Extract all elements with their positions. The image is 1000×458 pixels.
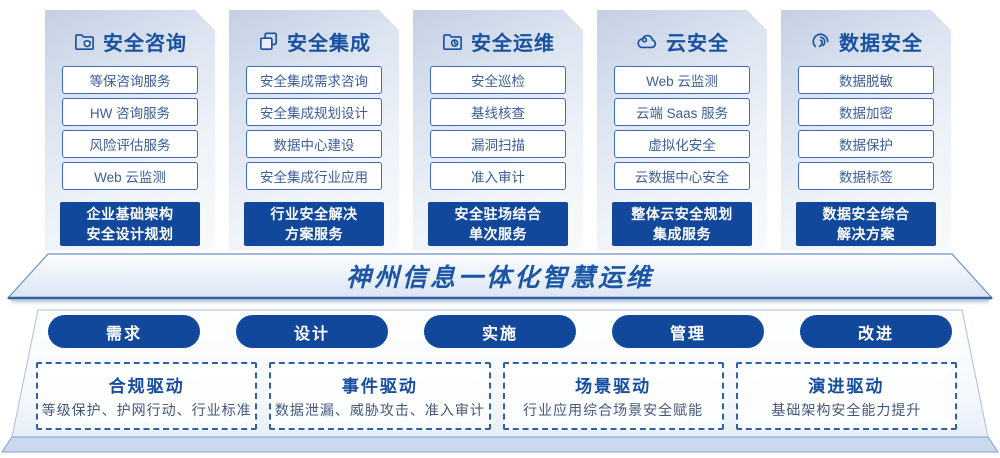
column-title: 云安全 (666, 32, 729, 55)
column-items: Web 云监测 云端 Saas 服务 虚拟化安全 云数据中心安全 (597, 66, 767, 190)
column-title: 数据安全 (839, 32, 923, 55)
service-item: 安全集成规划设计 (246, 98, 382, 126)
process-pills-row: 需求 设计 实施 管理 改进 (48, 315, 952, 348)
service-item: 云端 Saas 服务 (614, 98, 750, 126)
service-item: 云数据中心安全 (614, 162, 750, 190)
driver-desc: 数据泄漏、威胁攻击、准入审计 (274, 402, 485, 418)
column-data-security: 数据安全 数据脱敏 数据加密 数据保护 数据标签 数据安全综合 解决方案 (781, 10, 951, 250)
column-header: 安全集成 (229, 27, 399, 55)
highlight-block: 数据安全综合 解决方案 (796, 202, 936, 246)
column-header: 云安全 (597, 27, 767, 55)
driver-card-evolution: 演进驱动 基础架构安全能力提升 (735, 362, 957, 430)
column-title: 安全运维 (471, 32, 555, 55)
column-items: 安全巡检 基线核查 漏洞扫描 准入审计 (413, 66, 583, 190)
highlight-line: 解决方案 (837, 226, 895, 242)
service-item: 漏洞扫描 (430, 130, 566, 158)
driver-card-incident: 事件驱动 数据泄漏、威胁攻击、准入审计 (269, 362, 491, 430)
copy-docs-icon (257, 30, 280, 53)
driver-title: 合规驱动 (108, 377, 185, 396)
highlight-line: 安全设计规划 (86, 226, 174, 242)
highlight-line: 单次服务 (469, 226, 527, 242)
service-item: 数据标签 (798, 162, 934, 190)
column-header: 安全运维 (413, 27, 583, 55)
driver-title: 演进驱动 (808, 377, 885, 396)
service-item: 数据保护 (798, 130, 934, 158)
cloud-icon (635, 30, 659, 53)
column-header: 安全咨询 (45, 27, 215, 55)
fingerprint-icon (809, 30, 832, 53)
highlight-block: 整体云安全规划 集成服务 (612, 202, 752, 246)
highlight-line: 安全驻场结合 (454, 206, 542, 222)
driver-desc: 等级保护、护网行动、行业标准 (41, 402, 252, 418)
service-item: 风险评估服务 (62, 130, 198, 158)
service-item: 安全集成需求咨询 (246, 66, 382, 94)
column-title: 安全咨询 (103, 32, 187, 55)
column-header: 数据安全 (781, 27, 951, 55)
process-pill-requirement: 需求 (48, 315, 200, 348)
service-item: 基线核查 (430, 98, 566, 126)
column-items: 安全集成需求咨询 安全集成规划设计 数据中心建设 安全集成行业应用 (229, 66, 399, 190)
column-items: 等保咨询服务 HW 咨询服务 风险评估服务 Web 云监测 (45, 66, 215, 190)
driver-card-compliance: 合规驱动 等级保护、护网行动、行业标准 (36, 362, 258, 430)
column-cloud-security: 云安全 Web 云监测 云端 Saas 服务 虚拟化安全 云数据中心安全 整体云… (597, 10, 767, 250)
process-pill-design: 设计 (236, 315, 388, 348)
service-item: 安全巡检 (430, 66, 566, 94)
highlight-line: 行业安全解决 (270, 206, 358, 222)
column-security-integration: 安全集成 安全集成需求咨询 安全集成规划设计 数据中心建设 安全集成行业应用 行… (229, 10, 399, 250)
drivers-row: 合规驱动 等级保护、护网行动、行业标准 事件驱动 数据泄漏、威胁攻击、准入审计 … (36, 362, 957, 430)
process-pill-implementation: 实施 (424, 315, 576, 348)
service-item: 安全集成行业应用 (246, 162, 382, 190)
service-item: 数据加密 (798, 98, 934, 126)
highlight-line: 企业基础架构 (86, 206, 174, 222)
highlight-line: 集成服务 (653, 226, 711, 242)
service-item: Web 云监测 (614, 66, 750, 94)
highlight-line: 数据安全综合 (822, 206, 910, 222)
driver-desc: 行业应用综合场景安全赋能 (523, 402, 704, 418)
service-item: 虚拟化安全 (614, 130, 750, 158)
driver-title: 事件驱动 (341, 377, 418, 396)
column-security-consulting: 安全咨询 等保咨询服务 HW 咨询服务 风险评估服务 Web 云监测 企业基础架… (45, 10, 215, 250)
highlight-block: 企业基础架构 安全设计规划 (60, 202, 200, 246)
driver-card-scenario: 场景驱动 行业应用综合场景安全赋能 (502, 362, 724, 430)
column-security-operations: 安全运维 安全巡检 基线核查 漏洞扫描 准入审计 安全驻场结合 单次服务 (413, 10, 583, 250)
driver-title: 场景驱动 (575, 377, 652, 396)
highlight-line: 方案服务 (285, 226, 343, 242)
service-columns-row: 安全咨询 等保咨询服务 HW 咨询服务 风险评估服务 Web 云监测 企业基础架… (45, 10, 951, 250)
highlight-block: 行业安全解决 方案服务 (244, 202, 384, 246)
service-item: HW 咨询服务 (62, 98, 198, 126)
process-pill-management: 管理 (612, 315, 764, 348)
process-pill-improvement: 改进 (800, 315, 952, 348)
service-item: 准入审计 (430, 162, 566, 190)
service-item: 数据脱敏 (798, 66, 934, 94)
service-item: 数据中心建设 (246, 130, 382, 158)
column-title: 安全集成 (287, 32, 371, 55)
folder-clock-icon (441, 30, 464, 53)
service-item: Web 云监测 (62, 162, 198, 190)
driver-desc: 基础架构安全能力提升 (771, 402, 922, 418)
banner-title: 神州信息一体化智慧运维 (345, 264, 654, 292)
highlight-line: 整体云安全规划 (631, 206, 733, 222)
service-item: 等保咨询服务 (62, 66, 198, 94)
column-items: 数据脱敏 数据加密 数据保护 数据标签 (781, 66, 951, 190)
folder-shield-icon (73, 30, 96, 53)
highlight-block: 安全驻场结合 单次服务 (428, 202, 568, 246)
